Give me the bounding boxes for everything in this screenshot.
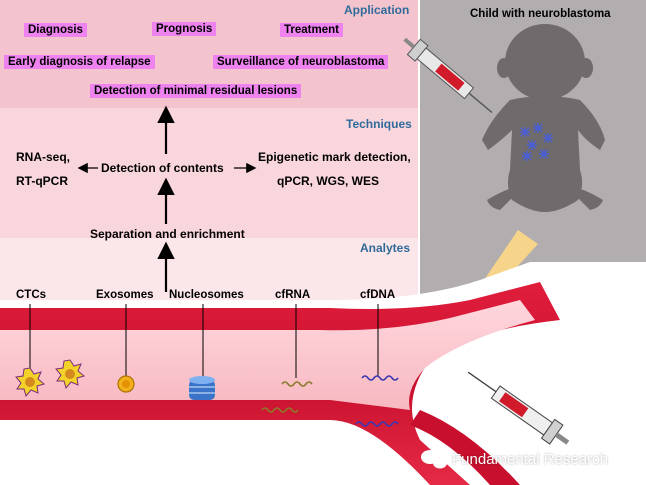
cfrna-icon — [261, 381, 313, 413]
epigenetic-label: Epigenetic mark detection, — [258, 150, 411, 164]
child-silhouette-icon — [482, 24, 605, 212]
panel-title: Child with neuroblastoma — [470, 8, 611, 20]
separation-label: Separation and enrichment — [90, 227, 245, 241]
application-item: Diagnosis — [24, 23, 87, 37]
exosome-icon — [117, 375, 135, 393]
analyte-label-ctcs: CTCs — [16, 289, 47, 301]
syringe-icon — [467, 371, 570, 445]
credit-text: Fundamental Research — [452, 451, 608, 468]
analyte-label-cfdna: cfDNA — [360, 289, 396, 301]
cfdna-icon — [355, 375, 399, 427]
analyte-label-nucleosomes: Nucleosomes — [169, 289, 244, 301]
techniques-band — [0, 108, 418, 238]
ctc-cells-icon — [15, 359, 86, 398]
application-item: Surveillance of neuroblastoma — [213, 55, 389, 69]
tumor-cells-icon — [520, 123, 553, 161]
syringe-icon — [403, 37, 493, 114]
analytes-band — [0, 238, 418, 300]
rt-qpcr-label: RT-qPCR — [16, 174, 68, 188]
application-item: Prognosis — [152, 22, 217, 36]
analytes-heading: Analytes — [360, 241, 411, 255]
detection-label: Detection of contents — [101, 161, 224, 175]
application-item: Treatment — [280, 23, 343, 37]
wechat-icon — [421, 450, 447, 469]
techniques-heading: Techniques — [346, 117, 412, 131]
nucleosome-icon — [189, 376, 215, 400]
application-item: Detection of minimal residual lesions — [90, 84, 302, 98]
application-item: Early diagnosis of relapse — [4, 55, 155, 69]
rna-seq-label: RNA-seq, — [16, 150, 71, 164]
analyte-label-exosomes: Exosomes — [96, 289, 154, 301]
analyte-label-cfrna: cfRNA — [275, 289, 311, 301]
sequencing-label: qPCR, WGS, WES — [277, 174, 379, 188]
application-heading: Application — [344, 3, 410, 17]
